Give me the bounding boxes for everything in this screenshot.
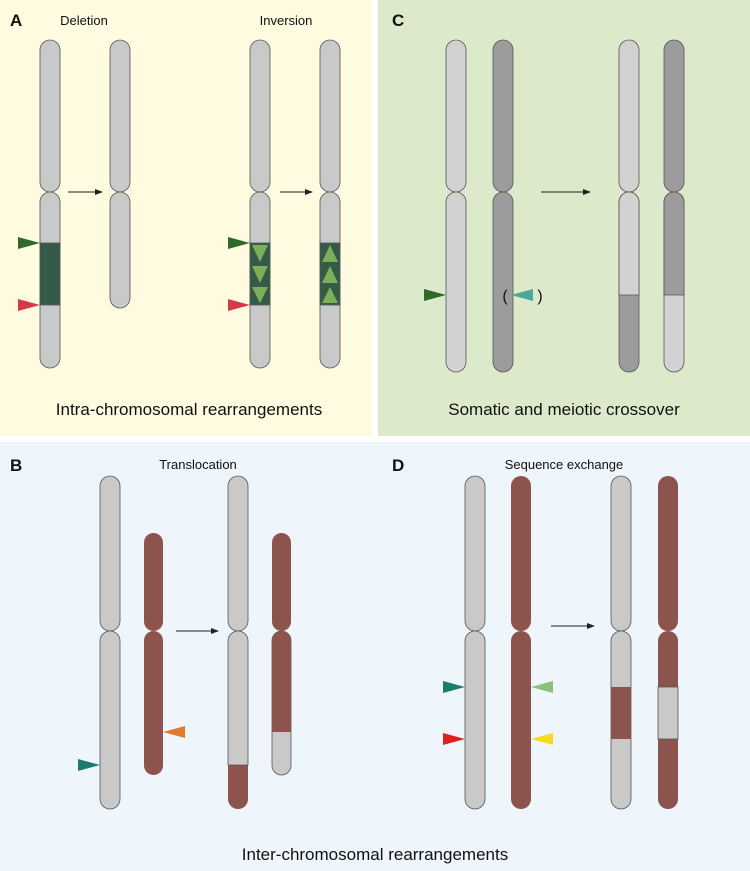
exchanged-segment — [611, 687, 631, 739]
down-arrow-icon — [252, 245, 268, 262]
recombination-site-red-arrowhead — [18, 299, 40, 311]
chromosome-arm-lower — [144, 631, 163, 775]
exchanged-segment — [657, 686, 679, 740]
chromosome-arm-lower — [492, 191, 514, 373]
chromosome-arm-lower-segment — [663, 191, 685, 296]
recombination-site-red-arrowhead — [228, 299, 250, 311]
chromosome-d-after-brown — [657, 476, 679, 809]
chromosome-c-after-light — [618, 39, 640, 373]
chromosome-arm-upper — [445, 39, 467, 193]
chromosome-inversion-after — [319, 39, 341, 369]
up-arrow-icon — [322, 266, 338, 283]
panel-b-title: Translocation — [159, 457, 237, 472]
chromosome-arm-lower — [445, 191, 467, 373]
paren-close: ) — [537, 288, 542, 305]
chromosome-arm-lower — [464, 630, 486, 810]
chromosome-arm-upper — [249, 39, 271, 193]
chromosome-arm-upper — [39, 39, 61, 193]
paren-open: ( — [502, 288, 508, 305]
panel-d-letter: D — [392, 456, 404, 475]
panel-a-background — [0, 0, 372, 436]
down-arrow-icon — [252, 266, 268, 283]
panel-b-letter: B — [10, 456, 22, 475]
recombination-site-light-green-arrowhead — [531, 681, 553, 693]
recombination-site-teal-arrowhead — [78, 759, 100, 771]
chromosome-arm-upper — [109, 39, 131, 193]
chromosome-arm-upper — [618, 39, 640, 193]
recombination-site-green-arrowhead — [18, 237, 40, 249]
chromosome-arm-upper — [99, 475, 121, 632]
chromosome-arm-upper — [658, 476, 678, 631]
chromosome-deletion-after — [109, 39, 131, 309]
chromosome-c-before-dark — [492, 39, 514, 373]
chromosome-inversion-before — [249, 39, 271, 369]
deletion-label: Deletion — [60, 13, 108, 28]
chromosome-deletion-before — [39, 39, 61, 369]
chromosome-d-before-brown — [511, 476, 531, 809]
chromosome-c-before-light — [445, 39, 467, 373]
panel-a-caption: Intra-chromosomal rearrangements — [56, 400, 322, 419]
chromosome-b-before-brown — [144, 533, 163, 775]
recombination-site-yellow-arrowhead — [531, 733, 553, 745]
chromosome-arm-upper — [511, 476, 531, 631]
chromosome-arm-lower — [99, 630, 121, 810]
recombination-site-teal-arrowhead — [511, 289, 533, 301]
chromosome-arm-upper — [610, 475, 632, 632]
chromosome-arm-upper — [272, 533, 291, 631]
chromosome-arm-upper — [144, 533, 163, 631]
up-arrow-icon — [322, 245, 338, 262]
panel-c-letter: C — [392, 11, 404, 30]
chromosome-c-after-dark — [663, 39, 685, 373]
chromosome-arm-lower-segment — [618, 191, 640, 296]
chromosome-arm-upper — [663, 39, 685, 193]
recombination-site-red-arrowhead — [443, 733, 465, 745]
chromosome-arm-upper — [492, 39, 514, 193]
chromosome-arm-lower — [511, 631, 531, 809]
chromosome-arm-lower-segment — [272, 631, 291, 732]
panel-c-background — [378, 0, 750, 436]
chromosome-b-before-grey — [99, 475, 121, 810]
chromosome-arm-upper — [464, 475, 486, 632]
recombination-site-green-arrowhead — [228, 237, 250, 249]
chromosome-b-after-brown — [271, 533, 292, 776]
up-arrow-icon — [322, 287, 338, 303]
recombination-site-green-arrowhead — [424, 289, 446, 301]
deleted-region — [39, 242, 61, 306]
chromosome-b-after-grey — [227, 475, 249, 809]
panel-bd-caption: Inter-chromosomal rearrangements — [242, 845, 508, 864]
panel-c-caption: Somatic and meiotic crossover — [448, 400, 680, 419]
recombination-site-teal-arrowhead — [443, 681, 465, 693]
chromosome-arm-upper — [227, 475, 249, 632]
chromosome-d-before-grey — [464, 475, 486, 810]
panel-a-letter: A — [10, 11, 22, 30]
chromosome-arm-upper — [319, 39, 341, 193]
inversion-label: Inversion — [260, 13, 313, 28]
panel-d-title: Sequence exchange — [505, 457, 624, 472]
chromosome-d-after-grey — [610, 475, 632, 810]
recombination-site-orange-arrowhead — [163, 726, 185, 738]
chromosome-arm-lower-segment — [227, 630, 249, 766]
chromosome-arm-lower — [109, 191, 131, 309]
down-arrow-icon — [252, 287, 268, 303]
